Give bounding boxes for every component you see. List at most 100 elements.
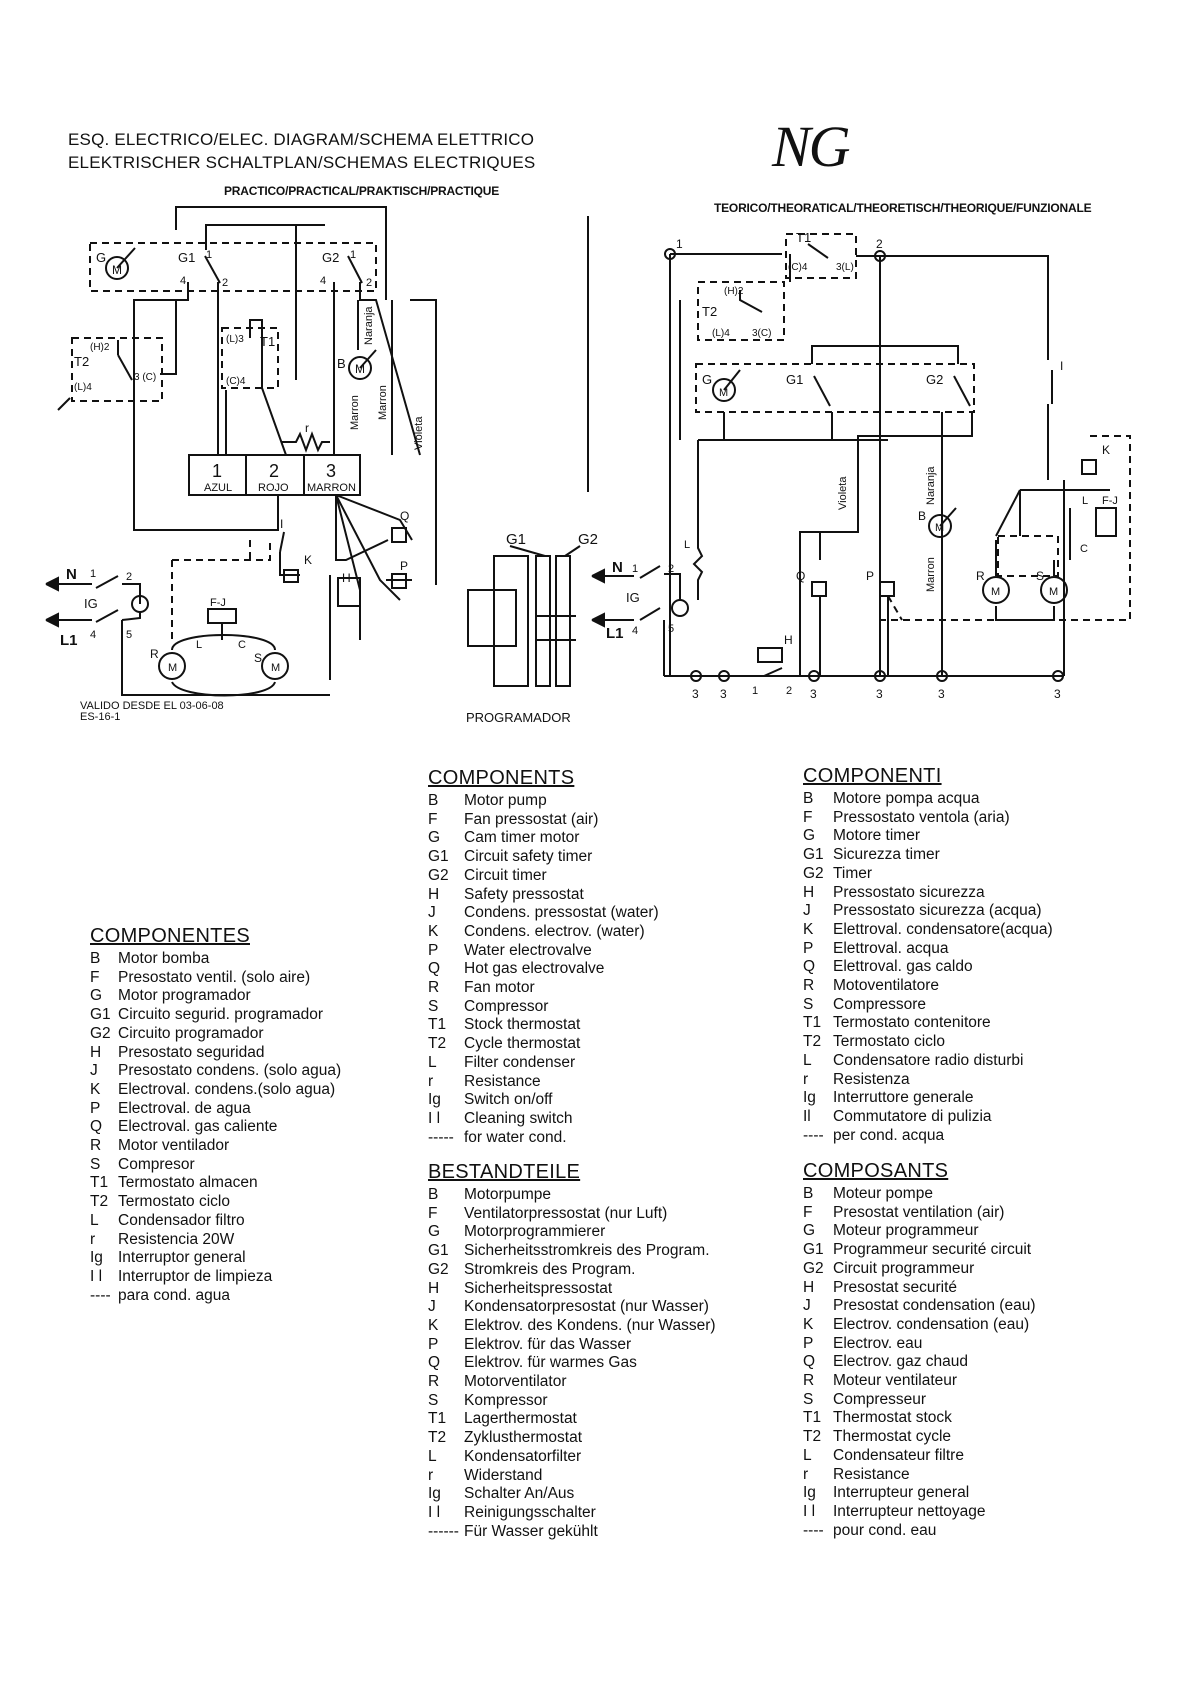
component-code: Q [428, 1354, 441, 1372]
label-t-ig-pin1: 1 [632, 563, 638, 575]
list-item: R Motor ventilador [90, 1137, 341, 1156]
component-code: G2 [803, 1259, 824, 1277]
programmer-sketch [467, 545, 581, 687]
component-description: Cleaning switch [464, 1109, 573, 1127]
label-t-l: L [1082, 495, 1088, 507]
component-code: G1 [90, 1006, 111, 1024]
component-description: Presostat securité [833, 1278, 958, 1296]
list-item: L Condensateur filtre [803, 1447, 1035, 1466]
component-code: S [428, 997, 439, 1015]
component-description: Circuit safety timer [464, 848, 593, 866]
valid-from-note: VALIDO DESDE EL 03-06-08 [80, 700, 224, 712]
component-description: Circuito programador [118, 1024, 264, 1042]
component-code: L [90, 1211, 99, 1229]
component-description: Moteur programmeur [833, 1222, 979, 1240]
component-description: Compresor [118, 1155, 195, 1173]
wire-label-marron-practical-2: Marron [377, 385, 389, 420]
component-code: G2 [90, 1024, 111, 1042]
component-description: Motoventilatore [833, 977, 939, 995]
label-i1: I [280, 517, 283, 531]
component-description: Electroval. de agua [118, 1099, 251, 1117]
component-description: Zyklusthermostat [464, 1429, 583, 1447]
label-t-s-m: M [1049, 586, 1058, 598]
label-k: K [304, 553, 312, 567]
component-description: Motor bomba [118, 950, 210, 967]
component-code: G2 [803, 864, 824, 882]
label-t-r-m: M [991, 586, 1000, 598]
component-description: Motor ventilador [118, 1137, 230, 1155]
component-description: Kondensatorpresostat (nur Wasser) [464, 1298, 709, 1316]
pump-motor-theoretical [928, 514, 952, 538]
component-description: Kompressor [464, 1391, 548, 1409]
label-t-b-m: M [935, 522, 944, 534]
component-description: Interrupteur general [833, 1484, 970, 1502]
component-description: Presostato seguridad [118, 1043, 265, 1061]
component-description: Electroval. gas caliente [118, 1118, 278, 1136]
label-t1-l3: (L)3 [226, 334, 244, 345]
label-l1: L1 [60, 632, 78, 649]
programmer-label: PROGRAMADOR [466, 710, 571, 725]
component-description: Fan pressostat (air) [464, 810, 599, 828]
label-t2: T2 [74, 354, 89, 369]
component-code: J [90, 1062, 98, 1080]
terminal-2-color: ROJO [258, 482, 289, 494]
label-p: P [400, 559, 408, 573]
component-code: r [428, 1466, 434, 1484]
component-code: S [90, 1155, 101, 1173]
component-description: pour cond. eau [833, 1521, 937, 1539]
component-description: Programmeur securité circuit [833, 1241, 1032, 1259]
component-code: Ig [428, 1091, 441, 1109]
component-code: L [803, 1446, 812, 1464]
component-description: Electrov. condensation (eau) [833, 1315, 1030, 1333]
component-code: R [90, 1137, 102, 1155]
component-description: Compressore [833, 995, 927, 1013]
component-code: T2 [803, 1428, 822, 1446]
label-g2-pin2: 2 [366, 277, 372, 289]
component-code: T1 [428, 1016, 447, 1034]
component-code: r [803, 1070, 809, 1088]
pump-motor-practical [348, 356, 372, 380]
fan-motor-theoretical [982, 576, 1010, 604]
component-code: F [428, 1204, 438, 1222]
component-description: Elektrov. für warmes Gas [464, 1354, 637, 1372]
label-t-m: M [719, 387, 728, 399]
component-code: H [428, 885, 440, 903]
label-fj: F-J [210, 597, 226, 609]
component-code: ----- [428, 1128, 454, 1146]
component-description: Schalter An/Aus [464, 1485, 575, 1503]
component-description: Elektrov. für das Wasser [464, 1335, 632, 1353]
component-code: B [428, 1186, 439, 1203]
component-description: Condensateur filtre [833, 1446, 964, 1464]
component-description: Commutatore di pulizia [833, 1107, 992, 1125]
component-code: ------ [428, 1522, 459, 1540]
component-code: G1 [803, 846, 824, 864]
timer-motor-theoretical [712, 378, 736, 402]
component-code: R [803, 1372, 815, 1390]
component-code: ---- [803, 1126, 824, 1144]
component-description: Water electrovalve [464, 941, 592, 959]
label-s-motor: S [254, 651, 262, 665]
theoretical-diagram-label: TEORICO/THEORATICAL/THEORETISCH/THEORIQU… [714, 201, 1092, 215]
label-g1-pin4: 4 [180, 275, 186, 287]
component-description: Interruptor de limpieza [118, 1267, 273, 1285]
